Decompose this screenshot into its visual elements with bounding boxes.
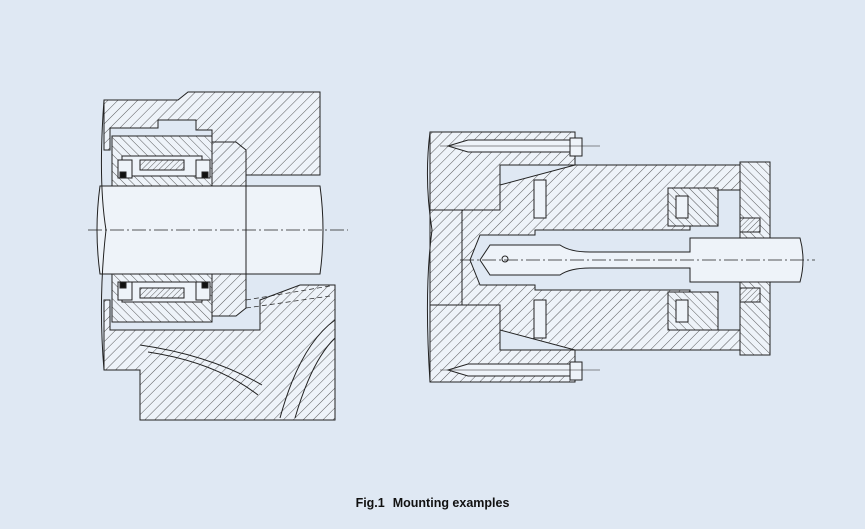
figure-caption: Fig.1 Mounting examples <box>0 496 865 510</box>
right-wall-left <box>429 209 463 306</box>
left-seal-top-2 <box>201 171 209 179</box>
right-ring-bottom <box>533 299 547 339</box>
left-break-edge <box>100 99 107 371</box>
right-mounting-drawing <box>426 131 815 383</box>
left-casting-curve-2 <box>147 351 259 396</box>
left-bearing-top-cage <box>139 159 185 171</box>
left-seal-bottom-1 <box>119 281 127 289</box>
right-break-edge <box>426 131 433 383</box>
right-seal-bottom <box>739 287 761 303</box>
right-bolt-bottom-head <box>569 361 583 381</box>
caption-text: Mounting examples <box>392 496 510 510</box>
right-ring-top <box>533 179 547 219</box>
left-casting-arc-2 <box>294 337 336 419</box>
right-bolt-top-head <box>569 137 583 157</box>
right-roller-top <box>675 195 689 219</box>
left-casting-curve-1 <box>139 344 263 386</box>
caption-number: Fig.1 <box>355 496 385 510</box>
left-housing-top <box>103 91 321 176</box>
left-housing-bottom <box>103 284 336 421</box>
left-casting-arc <box>279 319 336 419</box>
left-collar-top <box>211 141 247 191</box>
left-seal-bottom-2 <box>201 281 209 289</box>
left-bearing-bottom-cage <box>139 287 185 299</box>
left-hidden-line-1 <box>245 285 331 301</box>
right-roller-bottom <box>675 299 689 323</box>
left-seal-top-1 <box>119 171 127 179</box>
left-mounting-drawing <box>88 91 348 421</box>
left-hidden-line-2 <box>245 295 331 309</box>
left-collar-bottom <box>211 267 247 317</box>
right-spindle-hole <box>501 255 509 263</box>
right-seal-top <box>739 217 761 233</box>
